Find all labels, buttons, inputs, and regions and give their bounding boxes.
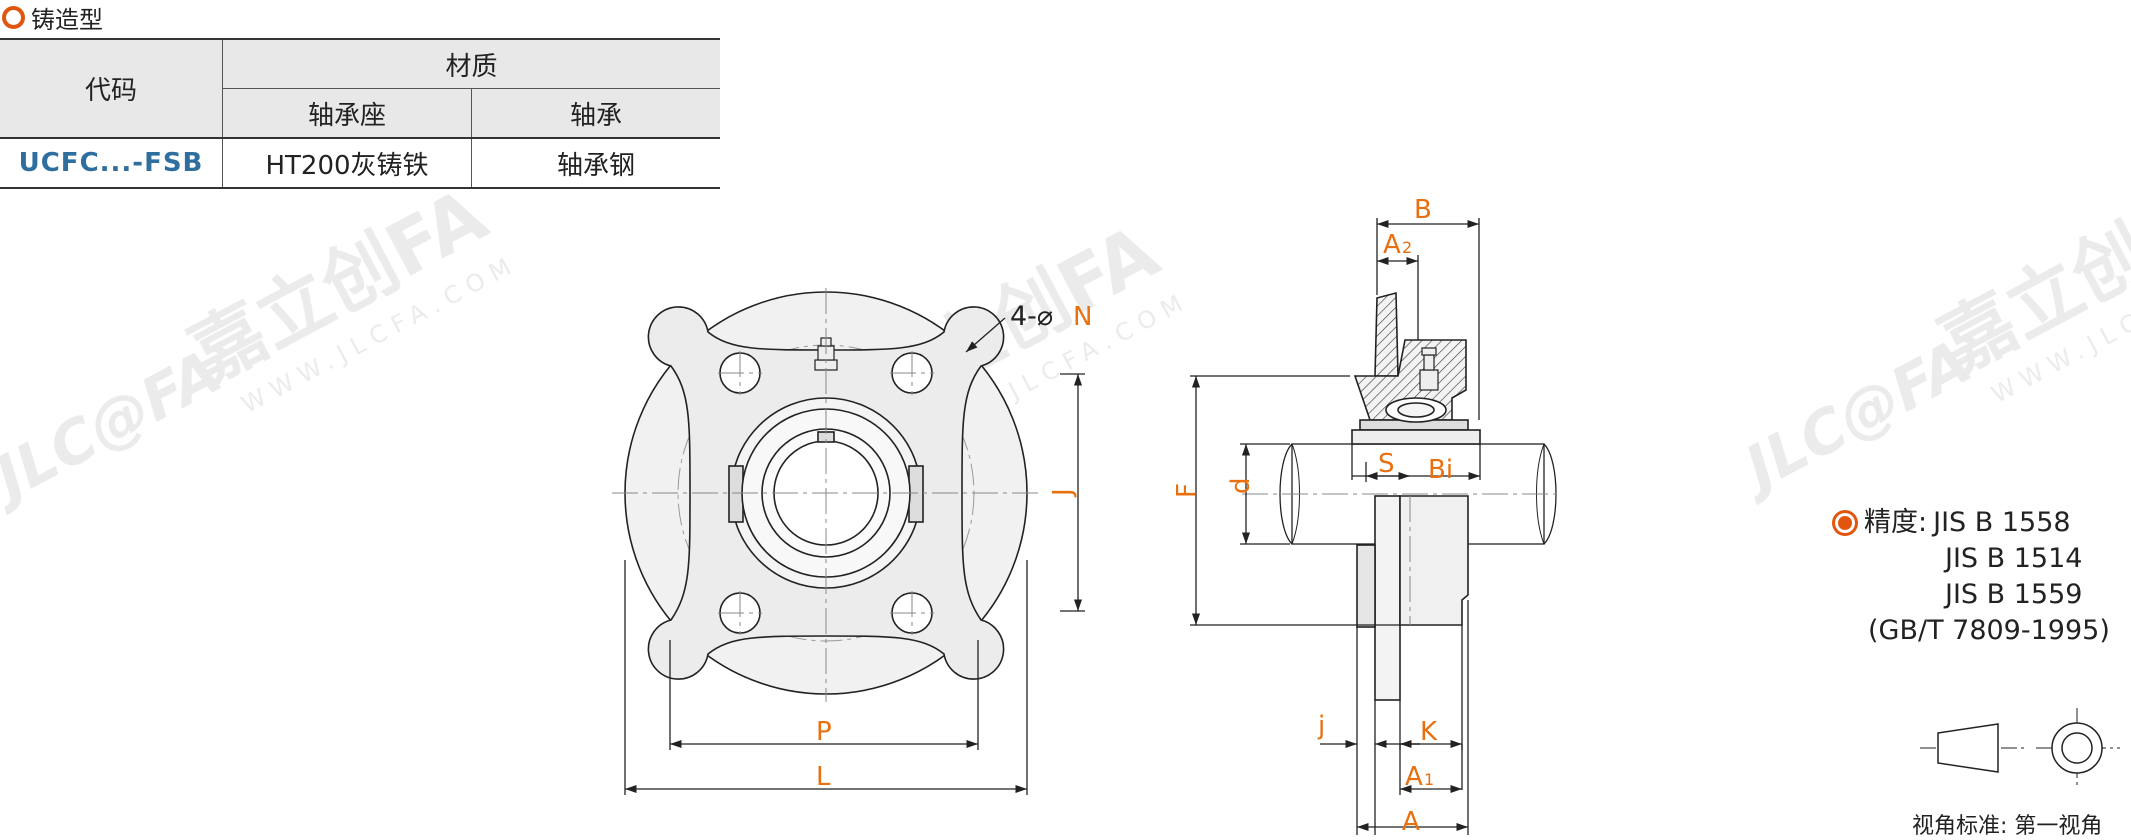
housing-header: 轴承座 [222, 88, 472, 138]
bearing-material-cell: 轴承钢 [471, 137, 720, 189]
bearing-header: 轴承 [471, 88, 720, 138]
dim-A1-subscript: 1 [1424, 770, 1434, 789]
dim-N-label: N [1073, 302, 1092, 332]
precision-line: JIS B 1514 [1832, 541, 2110, 577]
precision-line: (GB/T 7809-1995) [1832, 613, 2110, 649]
side-dimensions [1190, 218, 1481, 835]
watermark-logo: JLC@FA [1725, 327, 1982, 508]
dim-d-label: d [1226, 477, 1256, 494]
dim-L-label: L [816, 762, 831, 792]
precision-standard: (GB/T 7809-1995) [1868, 615, 2110, 646]
dim-A2-subscript: 2 [1402, 238, 1412, 257]
dim-P-label: P [816, 717, 832, 747]
section-title-text: 铸造型 [31, 5, 103, 34]
set-screw-right [908, 465, 924, 523]
precision-line: 精度: JIS B 1558 [1832, 505, 2110, 541]
ring-bullet-icon [2, 5, 25, 29]
target-bullet-icon [1838, 516, 1852, 530]
dim-S-label: S [1378, 449, 1395, 479]
code-cell: UCFC...-FSB [0, 137, 223, 189]
center-lines [612, 288, 1040, 702]
inner-ring [1351, 429, 1481, 445]
flange-upper-section [1374, 291, 1399, 377]
dim-B-label: B [1414, 195, 1432, 225]
set-screw-left [728, 465, 744, 523]
dim-j-label: j [1317, 711, 1325, 741]
precision-notes: 精度: JIS B 1558 JIS B 1514 JIS B 1559 (GB… [1832, 505, 2110, 649]
precision-standard: JIS B 1514 [1945, 543, 2083, 574]
side-view [1242, 291, 1560, 701]
precision-standard: JIS B 1558 [1933, 507, 2071, 538]
material-table: 代码 材质 轴承座 轴承 UCFC...-FSB HT200灰铸铁 轴承钢 [0, 38, 720, 189]
dim-A-label: A [1402, 807, 1420, 837]
precision-line: JIS B 1559 [1832, 577, 2110, 613]
bolt-hole-count-label: 4-⌀ [1010, 301, 1053, 332]
first-angle-projection-icon [1920, 708, 2120, 788]
dim-A2-label: A [1383, 230, 1401, 260]
housing-material-cell: HT200灰铸铁 [222, 137, 472, 189]
watermark-group: JLC@FA 嘉立创FA WWW.JLCFA.COM 嘉立创FA WWW.JLC… [0, 162, 2131, 518]
dim-F-label: F [1172, 483, 1202, 498]
projection-label: 视角标准: 第一视角 [1912, 814, 2103, 839]
dim-A1-label: A [1405, 762, 1423, 792]
material-header: 材质 [222, 38, 720, 89]
dim-K-label: K [1420, 717, 1438, 747]
precision-label: 精度: [1864, 507, 1928, 538]
grease-nipple-side [1419, 347, 1439, 391]
front-view [612, 288, 1040, 702]
code-header: 代码 [0, 38, 223, 138]
dim-J-label: J [1048, 488, 1078, 498]
table-row: UCFC...-FSB HT200灰铸铁 轴承钢 [0, 137, 720, 189]
precision-standard: JIS B 1559 [1945, 579, 2083, 610]
section-title: 铸造型 [2, 2, 103, 34]
dim-Bi-label: Bi [1428, 455, 1453, 485]
flange-lower [1374, 495, 1401, 701]
front-dimensions [624, 317, 1085, 795]
